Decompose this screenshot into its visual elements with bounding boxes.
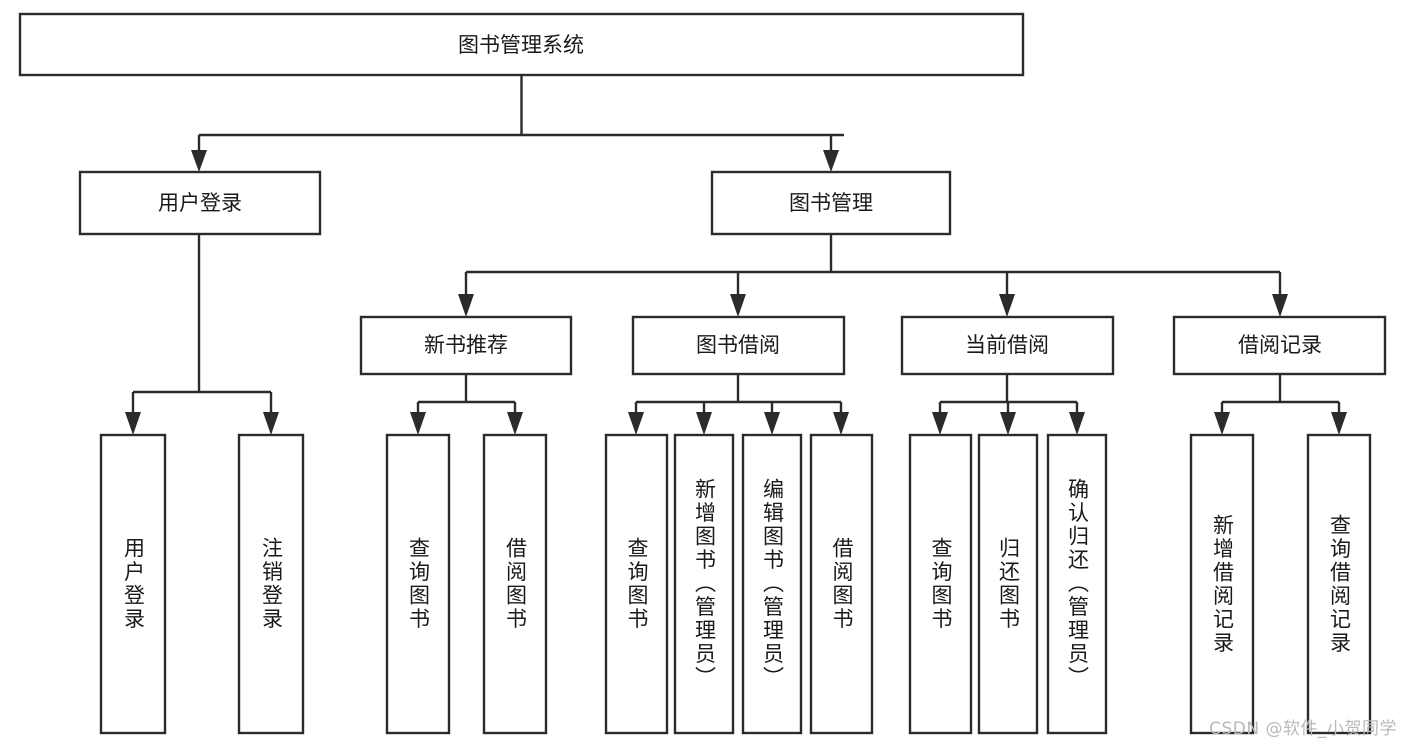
node-book-borrow-label: 图书借阅 [696, 333, 780, 357]
node-current-borrow-box[interactable] [900, 315, 1115, 376]
node-root-box[interactable] [18, 12, 1025, 77]
node-leaf-add-book[interactable]: 新增图书（管理员） [673, 433, 735, 735]
node-leaf-query-book-2[interactable]: 查询图书 [604, 433, 669, 735]
node-leaf-borrow-book-1[interactable]: 借阅图书 [482, 433, 548, 735]
node-leaf-edit-book-box[interactable] [741, 433, 803, 735]
arrowhead-book-borrow [730, 294, 746, 317]
node-book-manage-box[interactable] [710, 170, 952, 236]
node-leaf-edit-book-label: 编辑图书（管理员） [760, 478, 785, 690]
node-book-borrow-box[interactable] [631, 315, 846, 376]
node-leaf-query-book-3[interactable]: 查询图书 [908, 433, 973, 735]
arrowhead-leaf-borrow-book-2 [833, 412, 849, 435]
node-leaf-return-book[interactable]: 归还图书 [977, 433, 1039, 735]
arrowhead-leaf-edit-book [764, 412, 780, 435]
node-new-book-recommend-box[interactable] [359, 315, 573, 376]
node-book-borrow[interactable]: 图书借阅 [631, 315, 846, 376]
node-leaf-return-book-label: 归还图书 [996, 537, 1021, 631]
arrowhead-new-book-recommend [458, 294, 474, 317]
arrowhead-book-manage [823, 150, 839, 172]
node-leaf-query-book-1[interactable]: 查询图书 [385, 433, 451, 735]
node-leaf-return-book-box[interactable] [977, 433, 1039, 735]
arrowhead-leaf-query-book-1 [410, 412, 426, 435]
node-leaf-user-login-label: 用户登录 [121, 537, 146, 631]
node-leaf-logout-box[interactable] [237, 433, 305, 735]
node-leaf-edit-book[interactable]: 编辑图书（管理员） [741, 433, 803, 735]
node-leaf-borrow-book-1-box[interactable] [482, 433, 548, 735]
node-leaf-query-record[interactable]: 查询借阅记录 [1306, 433, 1372, 735]
node-book-manage-label: 图书管理 [789, 191, 873, 215]
node-leaf-user-login-box[interactable] [99, 433, 167, 735]
node-root-label: 图书管理系统 [458, 33, 584, 57]
arrowhead-leaf-user-login [125, 412, 141, 435]
node-current-borrow-label: 当前借阅 [965, 333, 1049, 357]
arrowhead-current-borrow [999, 294, 1015, 317]
arrowhead-leaf-add-book [696, 412, 712, 435]
node-leaf-borrow-book-1-label: 借阅图书 [503, 537, 528, 631]
node-leaf-add-record-box[interactable] [1189, 433, 1255, 735]
node-new-book-recommend[interactable]: 新书推荐 [359, 315, 573, 376]
arrowhead-leaf-borrow-book-1 [507, 412, 523, 435]
node-user-login[interactable]: 用户登录 [78, 170, 322, 236]
connector-layer [125, 75, 1347, 435]
node-borrow-record-box[interactable] [1172, 315, 1387, 376]
arrowhead-borrow-record [1272, 294, 1288, 317]
node-leaf-confirm-return[interactable]: 确认归还（管理员） [1046, 433, 1108, 735]
node-borrow-record[interactable]: 借阅记录 [1172, 315, 1387, 376]
node-user-login-box[interactable] [78, 170, 322, 236]
node-leaf-user-login[interactable]: 用户登录 [99, 433, 167, 735]
node-leaf-query-book-1-box[interactable] [385, 433, 451, 735]
node-leaf-borrow-book-2-label: 借阅图书 [830, 537, 854, 631]
node-leaf-add-record-label: 新增借阅记录 [1210, 513, 1235, 655]
node-leaf-add-book-label: 新增图书（管理员） [692, 478, 717, 690]
node-new-book-recommend-label: 新书推荐 [424, 333, 508, 357]
arrowhead-leaf-query-book-3 [932, 412, 948, 435]
node-root[interactable]: 图书管理系统 [18, 12, 1025, 77]
arrowhead-leaf-return-book [1000, 412, 1016, 435]
arrowhead-leaf-query-book-2 [628, 412, 644, 435]
node-leaf-add-record[interactable]: 新增借阅记录 [1189, 433, 1255, 735]
node-leaf-logout-label: 注销登录 [259, 537, 284, 631]
node-current-borrow[interactable]: 当前借阅 [900, 315, 1115, 376]
node-leaf-borrow-book-2[interactable]: 借阅图书 [809, 433, 874, 735]
node-leaf-query-record-label: 查询借阅记录 [1327, 513, 1352, 655]
node-book-manage[interactable]: 图书管理 [710, 170, 952, 236]
node-leaf-confirm-return-label: 确认归还（管理员） [1065, 478, 1090, 690]
node-leaf-borrow-book-2-box[interactable] [809, 433, 874, 735]
arrowhead-leaf-logout [263, 412, 279, 435]
arrowhead-leaf-add-record [1214, 412, 1230, 435]
node-leaf-query-book-2-box[interactable] [604, 433, 669, 735]
node-leaf-query-book-3-label: 查询图书 [929, 537, 953, 631]
node-leaf-query-book-1-label: 查询图书 [406, 537, 431, 631]
arrowhead-leaf-confirm-return [1069, 412, 1085, 435]
node-leaf-confirm-return-box[interactable] [1046, 433, 1108, 735]
node-borrow-record-label: 借阅记录 [1238, 333, 1322, 357]
node-leaf-add-book-box[interactable] [673, 433, 735, 735]
node-leaf-query-book-3-box[interactable] [908, 433, 973, 735]
node-leaf-query-book-2-label: 查询图书 [625, 537, 649, 631]
node-leaf-logout[interactable]: 注销登录 [237, 433, 305, 735]
node-leaf-query-record-box[interactable] [1306, 433, 1372, 735]
node-user-login-label: 用户登录 [158, 191, 242, 215]
arrowhead-user-login [191, 150, 207, 172]
arrowhead-leaf-query-record [1331, 412, 1347, 435]
